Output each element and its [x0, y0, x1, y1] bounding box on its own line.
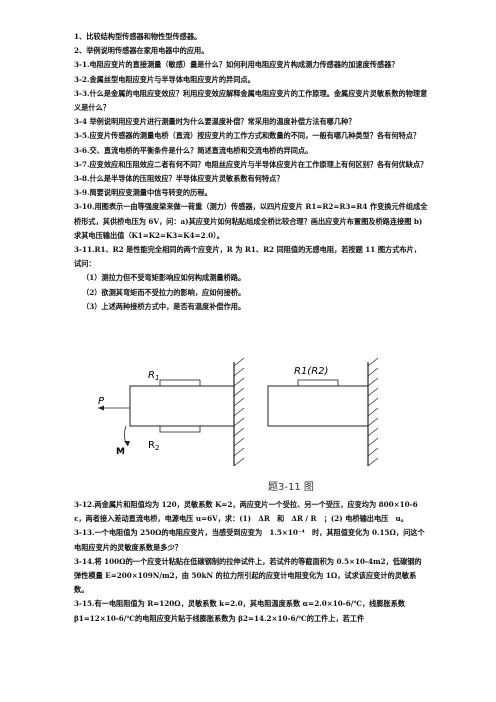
question-3-8: 3-8.什么是半导体的压阻效应？半导体应变片灵敏系数有何特点？ [74, 174, 284, 184]
label-r1: R [148, 370, 155, 381]
questions-top: 1、比较结构型传感器和物性型传感器。 2、举例说明传感器在家用电器中的应用。 3… [74, 30, 428, 314]
question-2: 2、举例说明传感器在家用电器中的应用。 [74, 46, 209, 56]
question-3-5: 3-5.应变片传感器的测量电桥（直流）按应变片的工作方式和数量的不同，一般有哪几… [74, 131, 421, 141]
question-3-14: 3-14.将 100Ω的一个应变计粘贴在低碳钢制的拉伸试件上，若试件的等截面积为… [74, 556, 422, 595]
question-3-6: 3-6.交、直流电桥的平衡条件是什么？简述直流电桥和交流电桥的异同点。 [74, 145, 313, 155]
gauge-r2 [159, 425, 201, 433]
question-3-10: 3-10.用图表示一由等强度梁来做一荷重（测力）传感器，以四片应变片 R1=R2… [74, 202, 428, 240]
label-p: P [98, 396, 105, 407]
label-r1-sub: 1 [155, 374, 159, 382]
beam-body-right [267, 385, 369, 427]
svg-text:R1: R1 [148, 370, 159, 382]
question-3-4: 3-4 举例说明用应变片进行测量时为什么要温度补偿？常采用的温度补偿方法有哪几种… [74, 117, 356, 127]
wall-hatch-right [367, 357, 379, 467]
sub-item-3: （3）上述两种接桥方式中，是否有温度补偿作用。 [82, 301, 246, 311]
question-3-3: 3-3.什么是金属的电阻应变效应？利用应变效应解释金属电阻应变片的工作原理。金属… [74, 88, 428, 113]
force-arrow-head [98, 405, 104, 411]
gauge-r1 [159, 379, 201, 387]
figure-3-11: R1 R2 P M R1(R2) [98, 357, 379, 467]
right-beam-diagram: R1(R2) [267, 357, 379, 467]
wall-hatch-left [233, 357, 245, 467]
question-3-9: 3-9.简要说明应变测量中信号转变的历程。 [74, 188, 212, 198]
moment-arrow-head [124, 441, 130, 446]
label-r2-sub: 2 [155, 444, 159, 452]
sub-item-2: （2）欲测其弯矩而不受拉力的影响，应如何接桥。 [82, 287, 246, 297]
question-1: 1、比较结构型传感器和物性型传感器。 [74, 32, 202, 41]
question-3-13: 3-13.一个电阻值为 250Ω的电阻应变片，当感受到应变为 1.5×10⁻⁴ … [74, 528, 425, 552]
label-m: M [116, 447, 125, 457]
label-r2: R [148, 440, 155, 451]
questions-bottom: 3-12.两金属片和阻值均为 120，灵敏系数 K=2，两应变片一个受拉、另一个… [74, 498, 428, 626]
question-3-12: 3-12.两金属片和阻值均为 120，灵敏系数 K=2，两应变片一个受拉、另一个… [74, 500, 418, 524]
question-3-2: 3-2.金属丝型电阻应变片与半导体电阻应变片的异同点。 [74, 74, 255, 84]
question-3-11: 3-11.R1、R2 是性能完全相同的两个应变片，R 为 R1、R2 同阻值的无… [74, 245, 421, 269]
beam-body [129, 385, 235, 427]
question-3-1: 3-1.电阻应变片的直接测量（敏感）量是什么？如何利用电阻应变片构成测力传感器的… [74, 60, 399, 70]
left-beam-diagram: R1 R2 P M [98, 357, 245, 467]
question-3-15: 3-15.有一电阻阻值为 R=120Ω，灵敏系数 k=2.0，其电阻温度系数 α… [74, 599, 406, 623]
svg-text:R2: R2 [148, 440, 159, 452]
question-3-7: 3-7.应变效应和压阻效应二者有何不同？电阻丝应变片与半导体应变片在工作原理上有… [74, 159, 428, 169]
sub-item-1: （1）测拉力但不受弯矩影响应如何构成测量桥路。 [82, 273, 246, 283]
gauge-r1-r2 [297, 379, 339, 387]
figure-caption: 题3-11 图 [268, 482, 314, 493]
label-r1-r2: R1(R2) [294, 366, 328, 377]
